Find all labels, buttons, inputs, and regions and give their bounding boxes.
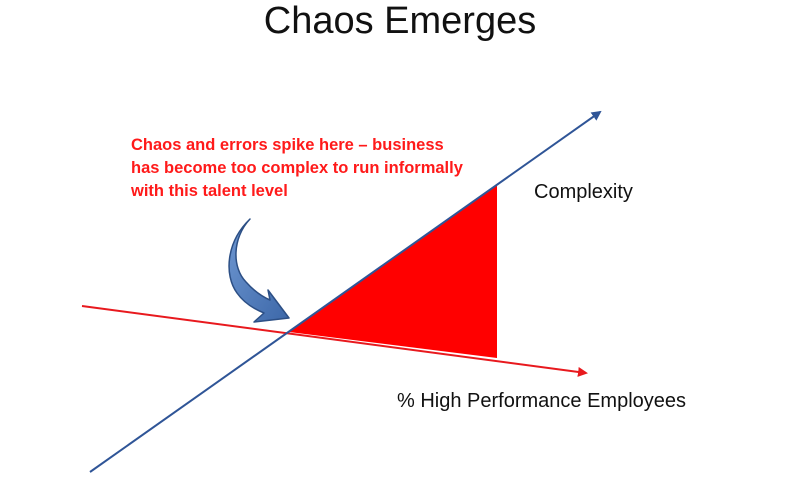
slide-title: Chaos Emerges xyxy=(263,0,537,42)
employees-label: % High Performance Employees xyxy=(397,390,687,412)
complexity-label: Complexity xyxy=(534,181,633,203)
chaos-region xyxy=(289,185,497,358)
complexity-axis xyxy=(89,110,602,473)
curved-arrow-icon xyxy=(228,218,290,323)
chaos-annotation: Chaos and errors spike here – business h… xyxy=(131,136,463,200)
employees-axis xyxy=(81,305,588,377)
